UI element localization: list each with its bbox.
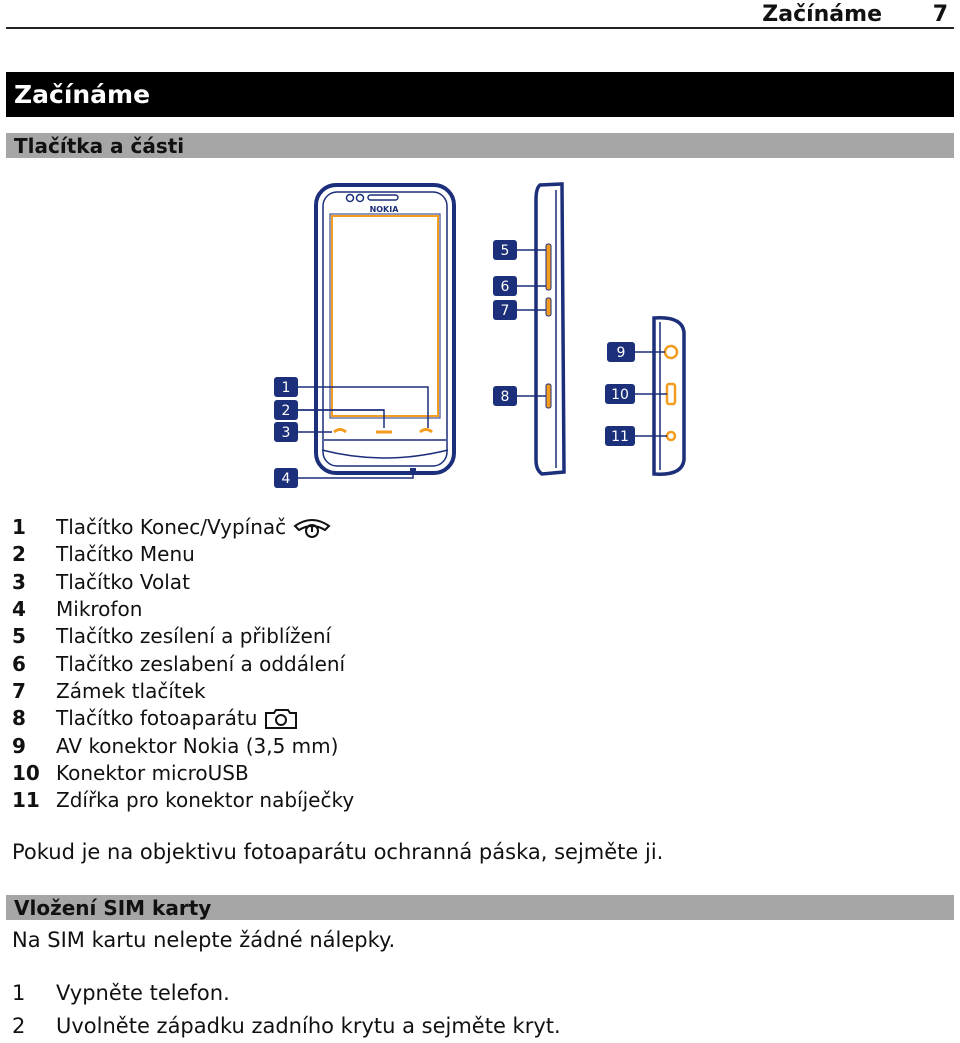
svg-text:1: 1 bbox=[282, 380, 291, 396]
section-title-keys-parts: Tlačítka a části bbox=[6, 133, 954, 158]
svg-text:8: 8 bbox=[501, 389, 510, 405]
svg-text:3: 3 bbox=[282, 425, 291, 441]
page-number: 7 bbox=[932, 2, 948, 27]
svg-text:10: 10 bbox=[611, 387, 629, 403]
camera-icon bbox=[265, 708, 298, 729]
phone-diagram: NOKIA bbox=[274, 182, 686, 488]
header-rule bbox=[6, 27, 954, 29]
callout-2: 2 bbox=[274, 400, 298, 420]
chapter-title: Začínáme bbox=[6, 72, 954, 117]
svg-text:7: 7 bbox=[501, 303, 510, 319]
svg-text:2: 2 bbox=[282, 403, 291, 419]
running-header-title: Začínáme bbox=[762, 2, 882, 27]
svg-text:9: 9 bbox=[617, 345, 626, 361]
callout-3: 3 bbox=[274, 422, 298, 442]
svg-text:11: 11 bbox=[611, 429, 629, 445]
callout-4: 4 bbox=[274, 468, 298, 488]
camera-tape-note: Pokud je na objektivu fotoaparátu ochran… bbox=[12, 840, 664, 864]
callout-10: 10 bbox=[605, 384, 635, 404]
end-power-icon bbox=[293, 518, 331, 538]
list-item: 8 Tlačítko fotoaparátu bbox=[12, 705, 354, 732]
svg-text:6: 6 bbox=[501, 279, 510, 295]
phone-end-view bbox=[652, 316, 686, 476]
list-item: 1 Tlačítko Konec/Vypínač bbox=[12, 514, 354, 541]
callout-6: 6 bbox=[493, 276, 517, 296]
sim-note: Na SIM kartu nelepte žádné nálepky. bbox=[12, 928, 396, 952]
nokia-logo: NOKIA bbox=[370, 205, 400, 214]
callout-9: 9 bbox=[607, 342, 635, 362]
callout-5: 5 bbox=[493, 240, 517, 260]
phone-front-view: NOKIA bbox=[314, 183, 456, 475]
phone-side-view bbox=[534, 182, 566, 476]
callout-1: 1 bbox=[274, 377, 298, 397]
svg-text:4: 4 bbox=[282, 471, 291, 487]
callout-8: 8 bbox=[493, 386, 517, 406]
section-title-sim: Vložení SIM karty bbox=[6, 895, 954, 920]
svg-text:5: 5 bbox=[501, 243, 510, 259]
callout-11: 11 bbox=[605, 426, 635, 446]
callout-7: 7 bbox=[493, 300, 517, 320]
